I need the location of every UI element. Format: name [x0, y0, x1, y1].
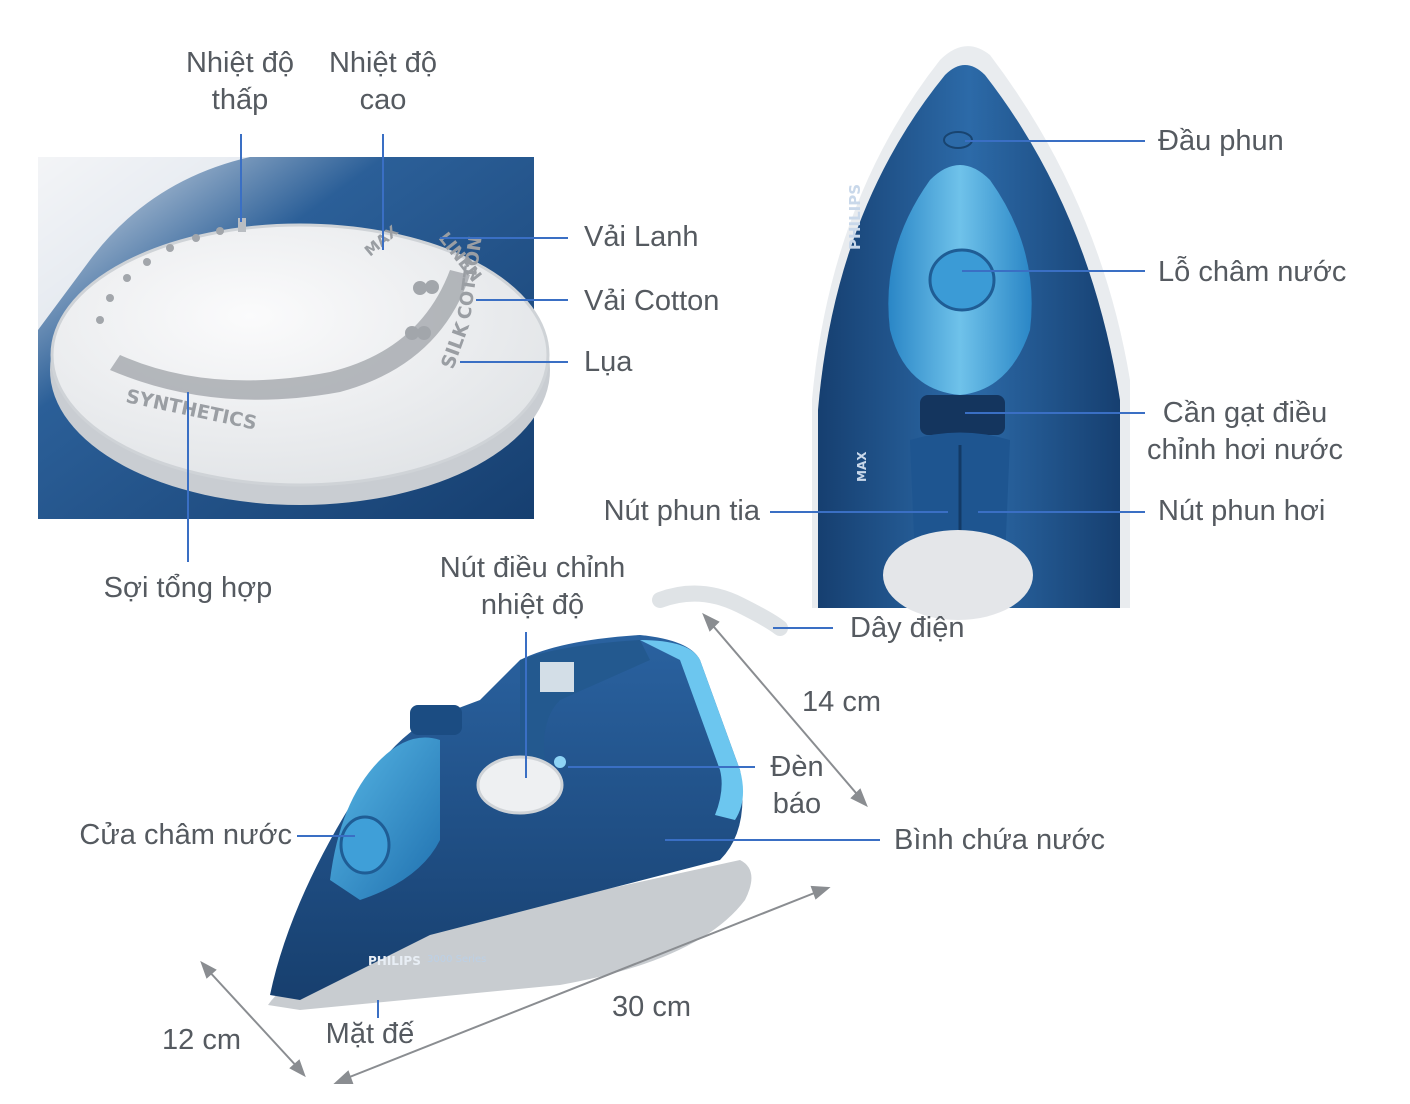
leader-lines	[187, 134, 1145, 1018]
label-temp-dial: Nút điều chỉnh nhiệt độ	[420, 550, 645, 624]
label-indicator-light-line1: Đèn	[770, 751, 824, 783]
dimension-length-line	[341, 889, 823, 1081]
dimension-width-line	[205, 967, 301, 1071]
top-steam-lever	[920, 395, 1005, 435]
label-low-temp-line1: Nhiệt độ	[185, 47, 294, 79]
label-steam-lever: Cần gạt điều chỉnh hơi nước	[1140, 395, 1350, 469]
dial-photo: SYNTHETICS SILK COTTON LINEN MAX	[38, 157, 550, 519]
label-spray-button: Nút phun tia	[603, 495, 760, 527]
label-temp-dial-line1: Nút điều chỉnh	[439, 552, 626, 584]
label-high-temp-line1: Nhiệt độ	[328, 47, 437, 79]
label-synthetic: Sợi tổng hợp	[103, 572, 273, 604]
label-fill-door: Cửa châm nước	[79, 819, 292, 851]
label-silk: Lụa	[584, 346, 633, 378]
dimension-height-line	[707, 619, 863, 801]
dimension-length-arrow-end	[810, 885, 831, 900]
power-cord-shape	[652, 585, 788, 636]
side-fill-cap	[339, 815, 391, 875]
side-spray-button	[410, 705, 462, 735]
side-brand-print: PHILIPS	[368, 954, 421, 968]
dimension-length-arrow-start	[333, 1070, 354, 1084]
dimension-lines	[200, 612, 868, 1084]
soleplate-shape	[268, 860, 752, 1010]
dimension-width-arrow-end	[289, 1059, 306, 1078]
label-indicator-light: Đèn báo	[760, 749, 834, 823]
side-view-photo: PHILIPS 3000 Series	[268, 585, 788, 1010]
label-steam-lever-line1: Cần gạt điều	[1162, 397, 1328, 429]
label-soleplate: Mặt đế	[325, 1018, 415, 1050]
dimension-length-label: 30 cm	[612, 991, 691, 1023]
label-water-hole: Lỗ châm nước	[1158, 256, 1347, 288]
indicator-light-shape	[554, 756, 566, 768]
label-linen: Vải Lanh	[584, 221, 699, 253]
side-accent-strip	[640, 640, 744, 820]
label-indicator-light-line2: báo	[772, 788, 822, 820]
dimension-height-arrow-end	[850, 788, 868, 808]
top-brand-print: PHILIPS	[846, 184, 864, 250]
label-high-temp: Nhiệt độ cao	[313, 45, 453, 119]
label-power-cord: Dây điện	[850, 612, 965, 644]
top-max-print: MAX	[855, 451, 869, 482]
low-temp-marker	[238, 218, 246, 232]
top-view-photo: PHILIPS MAX	[812, 46, 1130, 620]
label-high-temp-line2: cao	[359, 84, 407, 116]
dimension-height-label: 14 cm	[802, 686, 881, 718]
label-water-tank: Bình chứa nước	[894, 824, 1106, 856]
dimension-height-arrow-start	[702, 612, 720, 632]
top-fill-cap	[928, 248, 996, 312]
label-steam-lever-line2: chỉnh hơi nước	[1146, 434, 1344, 466]
label-nozzle: Đầu phun	[1158, 125, 1284, 157]
side-dial-shape	[476, 755, 564, 815]
dimension-width-arrow-start	[200, 960, 217, 979]
dial-dots	[96, 227, 439, 340]
side-body-shape	[270, 635, 743, 1000]
label-low-temp: Nhiệt độ thấp	[170, 45, 310, 119]
label-low-temp-line2: thấp	[211, 84, 269, 116]
label-temp-dial-line2: nhiệt độ	[480, 589, 585, 621]
label-cotton: Vải Cotton	[584, 285, 720, 317]
side-series-print: 3000 Series	[427, 954, 486, 965]
dimension-width-label: 12 cm	[162, 1024, 241, 1056]
label-steam-button: Nút phun hơi	[1158, 495, 1326, 527]
